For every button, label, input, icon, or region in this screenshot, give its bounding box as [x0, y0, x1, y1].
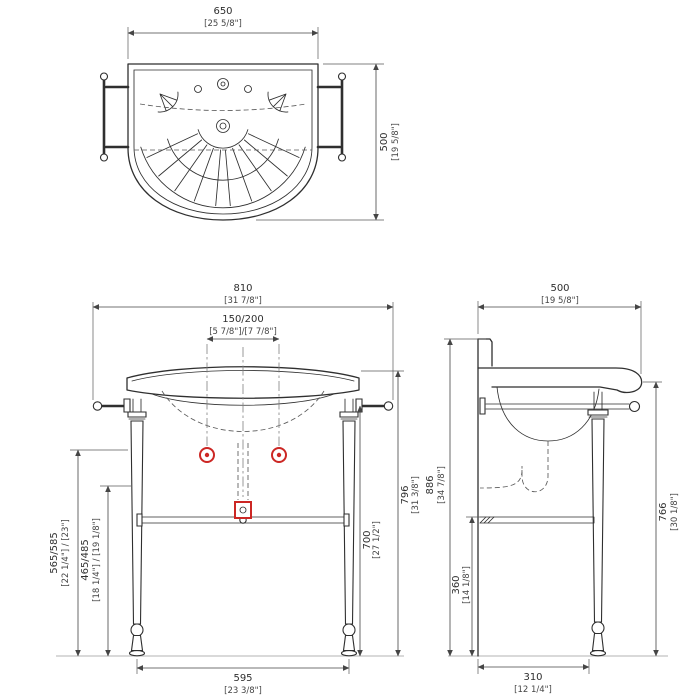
marker-centers: [204, 452, 282, 458]
dim-rim-height-in: [31 3/8"]: [411, 476, 421, 514]
dim-top-width-mm: 650: [213, 6, 232, 17]
dim-front-width-in: [31 7/8"]: [224, 296, 262, 306]
dim-side-depth-mm: 500: [550, 283, 569, 294]
drain-detail: [239, 506, 247, 514]
dim-bar-inner-in: [18 1/4"] / [19 1/8"]: [92, 518, 102, 602]
wall-and-rim-profile: [477, 338, 643, 657]
side-view: 500 [19 5/8"] 886 [34 7/8"] 360 [14 1/8"…: [425, 283, 680, 695]
front-view: 810 [31 7/8"] 150/200 [5 7/8"]/[7 7/8"] …: [49, 283, 421, 696]
dim-leg-spacing-mm: 595: [233, 673, 252, 684]
top-view-dimensions: 650 [25 5/8"] 500 [19 5/8"]: [127, 6, 401, 221]
dim-shelf-height-in: [14 1/8"]: [462, 566, 472, 604]
dim-top-depth-mm: 500: [379, 132, 390, 151]
dim-leg-spacing-in: [23 3/8"]: [224, 686, 262, 696]
shell-decor-left: [157, 91, 179, 113]
dim-base-depth-in: [12 1/4"]: [514, 685, 552, 695]
dim-shelf-height-mm: 360: [451, 575, 462, 594]
dim-bar-inner-mm: 465/485: [80, 539, 91, 581]
dim-side-depth-in: [19 5/8"]: [541, 296, 579, 306]
dim-rail-height-mm: 700: [362, 530, 373, 549]
towel-bar-end-right: [355, 398, 394, 413]
dim-bar-outer-mm: 565/585: [49, 532, 60, 574]
center-lines: [206, 344, 280, 497]
dim-rim-height-mm: 796: [400, 485, 411, 504]
bowl-profile: [496, 386, 600, 442]
leg-right: [339, 398, 359, 657]
towel-rail-side: [479, 397, 641, 415]
tap-holes: [194, 78, 252, 93]
shelf-side: [479, 516, 595, 524]
dim-front-height-mm: 766: [658, 502, 669, 521]
dim-front-height-in: [30 1/8"]: [670, 493, 680, 531]
towel-bar-left: [99, 72, 130, 162]
shell-decor-right: [267, 91, 289, 113]
dim-base-depth-mm: 310: [523, 672, 542, 683]
towel-bar-right: [316, 72, 347, 162]
dim-overall-height-in: [34 7/8"]: [437, 466, 447, 504]
front-view-dimensions: 810 [31 7/8"] 150/200 [5 7/8"]/[7 7/8"] …: [49, 283, 421, 696]
towel-bar-end-left: [92, 398, 131, 413]
dim-tap-spacing-in: [5 7/8"]/[7 7/8"]: [209, 327, 277, 337]
dim-bar-outer-in: [22 1/4"] / [23"]: [61, 519, 71, 586]
hidden-lines: [134, 103, 312, 151]
dim-overall-height-mm: 886: [425, 475, 436, 494]
drain-ornament: [216, 119, 230, 133]
side-view-dimensions: 500 [19 5/8"] 886 [34 7/8"] 360 [14 1/8"…: [425, 283, 680, 695]
basin-outline: [127, 63, 319, 221]
dim-front-width-mm: 810: [233, 283, 252, 294]
p-trap-hidden: [479, 441, 549, 492]
dim-top-depth-in: [19 5/8"]: [391, 123, 401, 161]
basin-shell-fan: [140, 129, 306, 209]
dim-top-width-in: [25 5/8"]: [204, 19, 242, 29]
drain-marker: [234, 501, 252, 519]
top-view: 650 [25 5/8"] 500 [19 5/8"]: [99, 6, 401, 221]
dim-rail-height-in: [27 1/2"]: [372, 521, 382, 559]
leg-left: [127, 398, 147, 657]
leg-side: [587, 391, 609, 657]
dim-tap-spacing-mm: 150/200: [222, 314, 264, 325]
tap-and-drain-markers: [199, 447, 287, 519]
hidden-bowl-and-waste: [161, 390, 325, 500]
